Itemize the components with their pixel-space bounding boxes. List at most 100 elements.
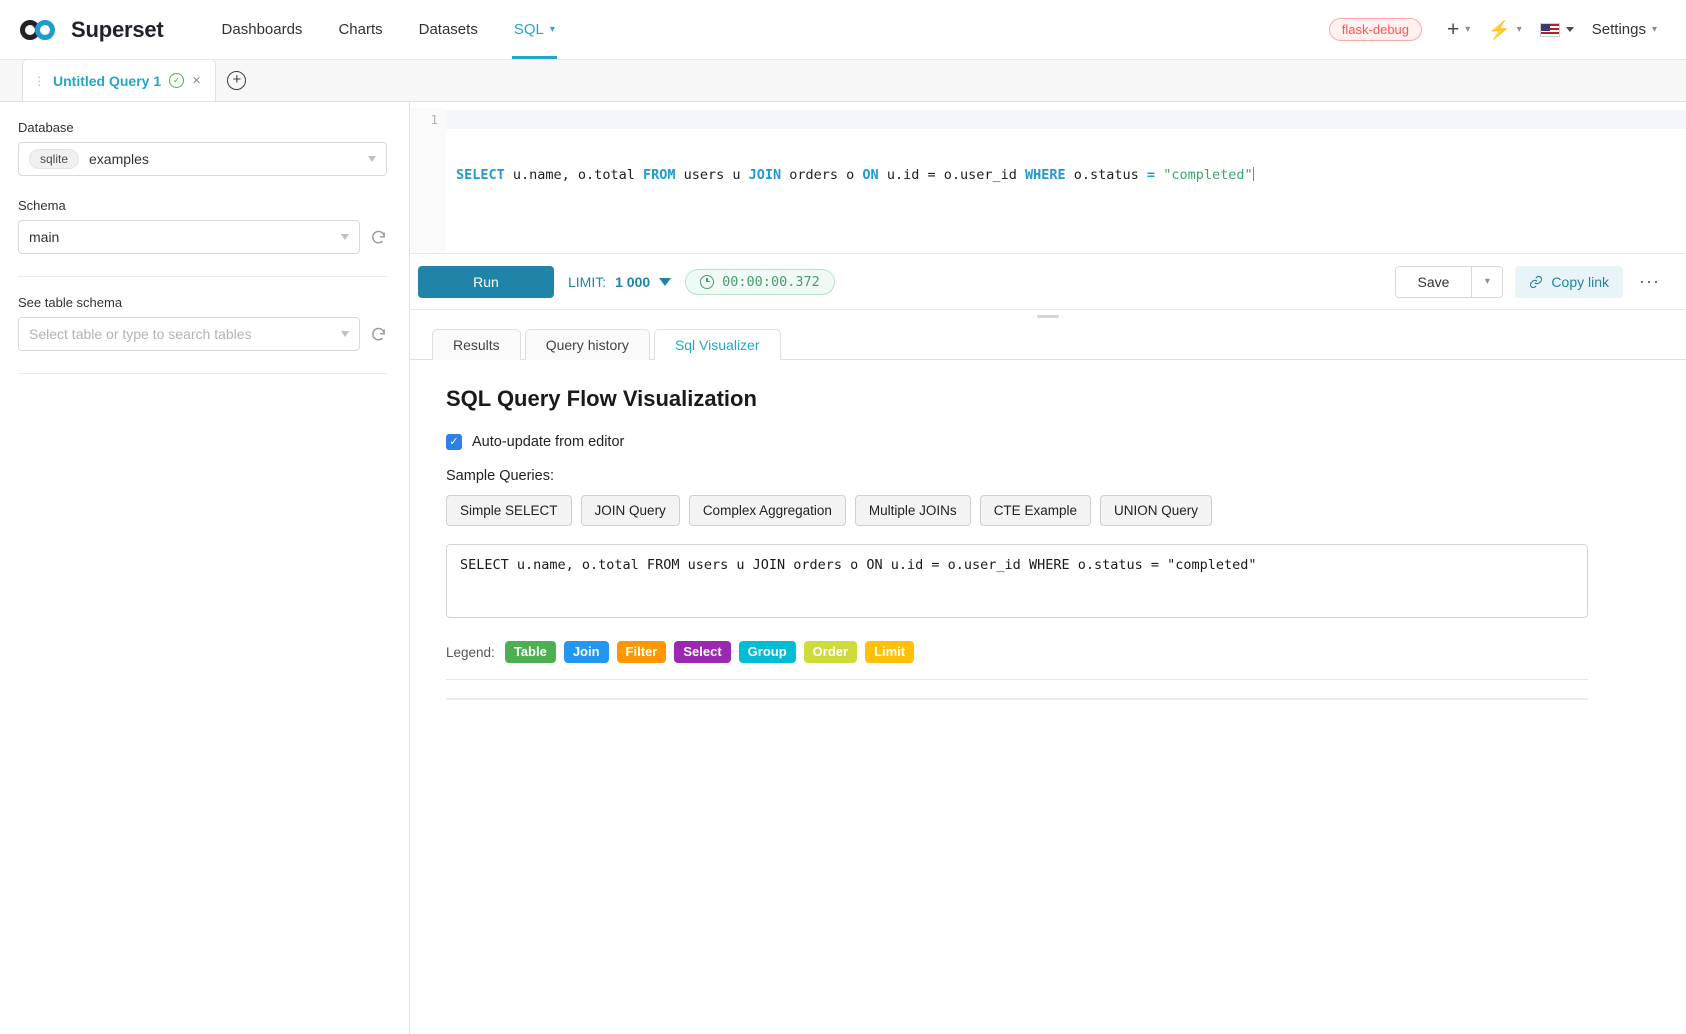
panel-divider <box>18 276 387 277</box>
tab-results[interactable]: Results <box>432 329 521 360</box>
sample-button-join-query[interactable]: JOIN Query <box>580 495 680 526</box>
close-icon[interactable]: × <box>192 72 201 89</box>
brand-name: Superset <box>71 16 164 42</box>
pane-resize-row <box>410 310 1686 322</box>
chevron-down-icon <box>341 331 349 337</box>
sample-button-multiple-joins[interactable]: Multiple JOINs <box>854 495 971 526</box>
main-nav: Dashboards Charts Datasets SQL ▾ <box>204 0 573 59</box>
legend-chip-group: Group <box>738 641 796 664</box>
body-split: Database sqlite examples Schema main See… <box>0 102 1686 1034</box>
auto-update-label: Auto-update from editor <box>472 434 625 450</box>
save-button[interactable]: Save <box>1394 265 1472 298</box>
plus-circle-icon: + <box>227 70 247 90</box>
add-query-tab-button[interactable]: + <box>216 59 258 101</box>
superset-brand[interactable]: Superset <box>20 17 164 43</box>
panel-divider-2 <box>18 373 387 374</box>
legend-chip-filter: Filter <box>616 641 667 664</box>
run-button[interactable]: Run <box>418 265 554 298</box>
new-item-button[interactable]: + ▾ <box>1440 15 1477 44</box>
editor-code-area[interactable]: SELECT u.name, o.total FROM users u JOIN… <box>446 108 1686 253</box>
drag-handle-icon[interactable]: ⋮ <box>33 73 45 88</box>
chevron-down-icon <box>341 234 349 240</box>
auto-update-row: ✓ Auto-update from editor <box>446 434 1654 450</box>
settings-label: Settings <box>1591 21 1646 38</box>
sql-input-textarea[interactable] <box>446 544 1588 618</box>
flow-canvas[interactable]: users (u) Alias: u orders (o) Alias: o u… <box>446 698 1588 701</box>
nav-label: Datasets <box>418 21 478 38</box>
legend-chip-order: Order <box>803 641 858 664</box>
sql-visualizer-pane: SQL Query Flow Visualization ✓ Auto-upda… <box>410 360 1686 1034</box>
legend-label: Legend: <box>446 644 495 660</box>
schema-select[interactable]: main <box>18 220 360 254</box>
top-navbar: Superset Dashboards Charts Datasets SQL … <box>0 0 1686 60</box>
legend: Legend: Table Join Filter Select Group O… <box>446 641 1588 681</box>
nav-label: SQL <box>513 21 544 38</box>
sql-editor[interactable]: 1 SELECT u.name, o.total FROM users u JO… <box>410 102 1686 254</box>
database-select[interactable]: sqlite examples <box>18 142 387 176</box>
save-dropdown-button[interactable]: ▾ <box>1471 265 1504 298</box>
refresh-schema-icon[interactable] <box>370 229 387 246</box>
alerts-reports-button[interactable]: ⚡ ▾ <box>1481 17 1528 43</box>
toolbar-right-group: Save ▾ Copy link ··· <box>1394 265 1665 298</box>
refresh-tables-icon[interactable] <box>370 326 387 343</box>
table-select-placeholder: Select table or type to search tables <box>29 326 252 342</box>
check-circle-icon: ✓ <box>169 73 185 88</box>
right-editor-panel: 1 SELECT u.name, o.total FROM users u JO… <box>410 102 1686 1034</box>
pane-resize-handle[interactable] <box>1037 314 1059 318</box>
sample-queries-label: Sample Queries: <box>446 468 554 484</box>
query-tab-label: Untitled Query 1 <box>53 72 162 89</box>
nav-item-dashboards[interactable]: Dashboards <box>204 0 321 59</box>
timer-value: 00:00:00.372 <box>722 273 820 290</box>
us-flag-icon <box>1539 22 1560 37</box>
page-title: SQL Query Flow Visualization <box>446 386 757 411</box>
copy-link-button[interactable]: Copy link <box>1515 265 1624 298</box>
legend-chip-table: Table <box>504 641 556 664</box>
sample-button-cte-example[interactable]: CTE Example <box>979 495 1091 526</box>
schema-row: main <box>18 220 387 254</box>
copy-link-label: Copy link <box>1551 273 1610 290</box>
plus-icon: + <box>1447 18 1460 41</box>
nav-item-sql[interactable]: SQL ▾ <box>496 0 573 59</box>
chevron-down-icon <box>368 156 376 162</box>
active-line-highlight <box>446 110 1686 129</box>
limit-dropdown[interactable]: LIMIT: 1 000 <box>568 274 672 290</box>
sample-button-union-query[interactable]: UNION Query <box>1099 495 1212 526</box>
left-config-panel: Database sqlite examples Schema main See… <box>0 102 410 1034</box>
settings-menu[interactable]: Settings ▾ <box>1585 17 1664 42</box>
nav-label: Dashboards <box>221 21 303 38</box>
legend-chip-join: Join <box>563 641 609 664</box>
auto-update-checkbox[interactable]: ✓ <box>446 434 462 450</box>
schema-value: main <box>29 229 60 245</box>
text-cursor <box>1252 167 1254 181</box>
navbar-right-group: flask-debug + ▾ ⚡ ▾ Settings ▾ <box>1328 15 1664 44</box>
table-select[interactable]: Select table or type to search tables <box>18 317 360 351</box>
tab-query-history[interactable]: Query history <box>524 329 650 360</box>
nav-item-charts[interactable]: Charts <box>320 0 400 59</box>
line-number: 1 <box>430 112 438 127</box>
chevron-down-icon: ▾ <box>1465 24 1471 35</box>
legend-chip-select: Select <box>674 641 731 664</box>
sample-button-complex-aggregation[interactable]: Complex Aggregation <box>688 495 846 526</box>
chevron-down-icon: ▾ <box>1516 24 1522 35</box>
flow-edges <box>447 699 1588 700</box>
sample-button-simple-select[interactable]: Simple SELECT <box>446 495 572 526</box>
editor-gutter: 1 <box>410 108 446 253</box>
database-value: examples <box>89 151 149 167</box>
chevron-down-icon: ▾ <box>1484 276 1490 287</box>
tab-sql-visualizer[interactable]: Sql Visualizer <box>653 329 781 360</box>
more-options-icon[interactable]: ··· <box>1639 271 1660 291</box>
chevron-down-icon: ▾ <box>549 24 555 35</box>
caret-down-icon <box>1565 27 1574 32</box>
chevron-down-icon: ▾ <box>1651 24 1657 35</box>
flask-debug-badge[interactable]: flask-debug <box>1328 18 1423 41</box>
query-tab-untitled-query-1[interactable]: ⋮ Untitled Query 1 ✓ × <box>22 59 216 101</box>
query-tab-strip: ⋮ Untitled Query 1 ✓ × + <box>0 59 1686 102</box>
save-button-group: Save ▾ <box>1394 265 1504 298</box>
see-table-schema-label: See table schema <box>18 295 123 310</box>
database-label: Database <box>18 120 74 135</box>
clock-icon <box>700 274 715 289</box>
superset-logo-icon <box>20 18 62 42</box>
nav-item-datasets[interactable]: Datasets <box>401 0 496 59</box>
query-timer-badge: 00:00:00.372 <box>685 268 835 295</box>
language-picker[interactable] <box>1533 19 1581 41</box>
